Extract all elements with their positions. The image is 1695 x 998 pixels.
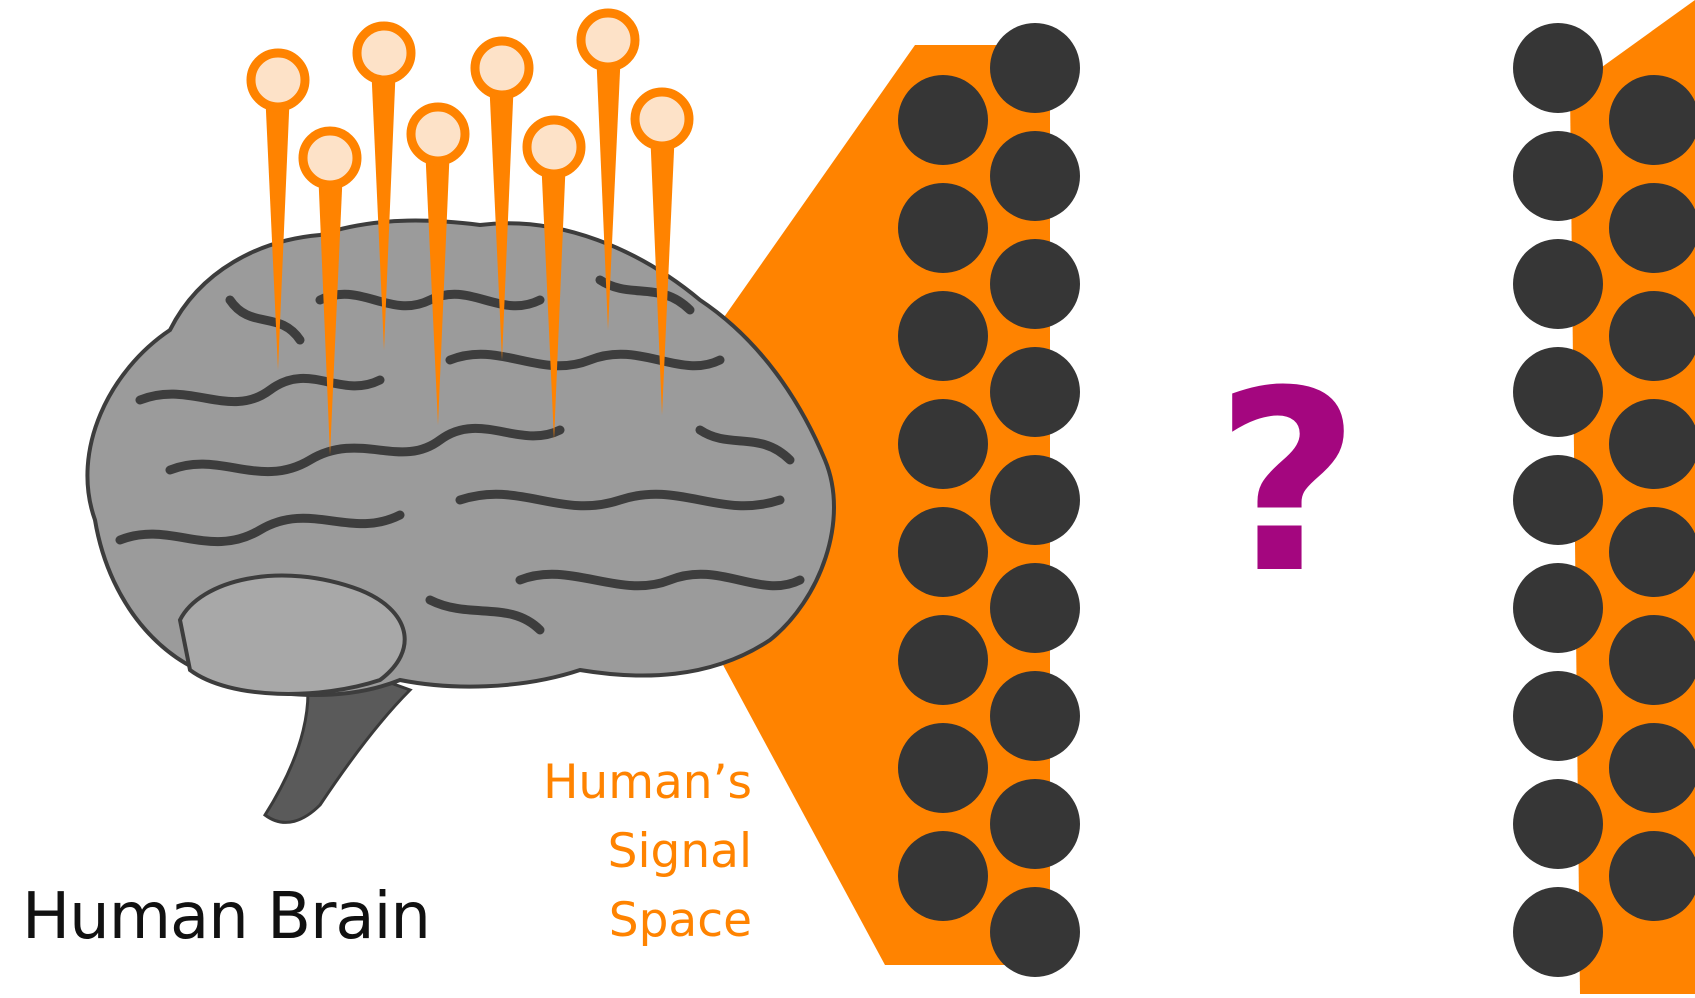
- neuron-node-icon: [1609, 75, 1695, 165]
- neuron-node-icon: [1513, 671, 1603, 761]
- neuron-node-icon: [990, 887, 1080, 977]
- neuron-node-icon: [898, 615, 988, 705]
- neuron-node-icon: [1609, 615, 1695, 705]
- brain-cerebellum: [180, 576, 405, 694]
- human-brain-label: Human Brain: [22, 880, 430, 954]
- signal-space-label: Human’s Signal Space: [470, 748, 752, 955]
- neuron-node-icon: [990, 23, 1080, 113]
- neuron-node-icon: [1513, 887, 1603, 977]
- neuron-node-icon: [898, 507, 988, 597]
- neuron-node-icon: [898, 723, 988, 813]
- neuron-node-icon: [990, 671, 1080, 761]
- signal-space-label-line3: Space: [470, 886, 752, 955]
- left-node-column-b: [990, 23, 1080, 977]
- neuron-node-icon: [1513, 347, 1603, 437]
- neuron-node-icon: [1513, 563, 1603, 653]
- neuron-node-icon: [898, 75, 988, 165]
- neuron-node-icon: [1513, 239, 1603, 329]
- neuron-node-icon: [898, 399, 988, 489]
- neuron-node-icon: [1609, 183, 1695, 273]
- right-node-column-a: [1513, 23, 1603, 977]
- question-mark: ?: [1215, 358, 1360, 608]
- brain-illustration: [87, 221, 834, 823]
- neuron-node-icon: [1609, 399, 1695, 489]
- neuron-node-icon: [990, 779, 1080, 869]
- neuron-node-icon: [990, 563, 1080, 653]
- neuron-node-icon: [990, 239, 1080, 329]
- neuron-node-icon: [990, 347, 1080, 437]
- signal-space-label-line1: Human’s: [470, 748, 752, 817]
- neuron-node-icon: [1513, 455, 1603, 545]
- neuron-node-icon: [1513, 131, 1603, 221]
- neuron-node-icon: [1609, 831, 1695, 921]
- signal-space-label-line2: Signal: [470, 817, 752, 886]
- neuron-node-icon: [1513, 779, 1603, 869]
- neuron-node-icon: [898, 291, 988, 381]
- neuron-node-icon: [898, 831, 988, 921]
- neuron-node-icon: [990, 131, 1080, 221]
- neuron-node-icon: [990, 455, 1080, 545]
- neuron-node-icon: [1609, 723, 1695, 813]
- neuron-node-icon: [1609, 291, 1695, 381]
- neuron-node-icon: [898, 183, 988, 273]
- neuron-node-icon: [1513, 23, 1603, 113]
- neuron-node-icon: [1609, 507, 1695, 597]
